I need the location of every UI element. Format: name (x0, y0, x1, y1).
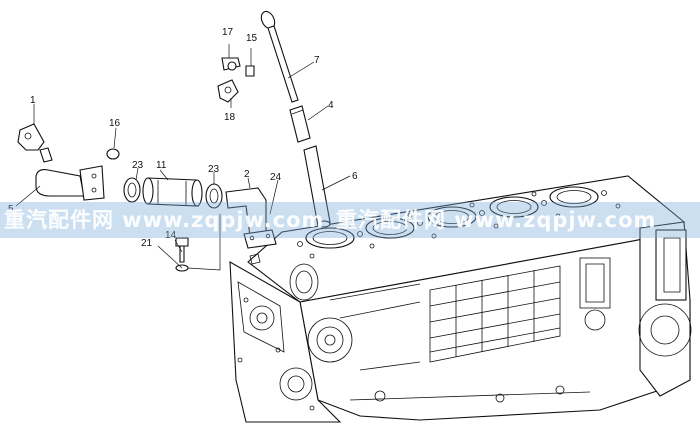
callout-7: 7 (314, 55, 320, 66)
callout-23-right: 23 (208, 164, 220, 175)
callout-6: 6 (352, 171, 358, 182)
callout-18: 18 (224, 112, 236, 123)
leader-lines (15, 44, 351, 271)
callout-2: 2 (244, 169, 250, 180)
watermark-text-left: 重汽配件网 www.zqpjw.com (4, 208, 325, 232)
dipstick-assembly (260, 10, 331, 228)
callout-11: 11 (156, 160, 167, 171)
callout-16: 16 (109, 118, 121, 129)
callout-24: 24 (270, 172, 282, 183)
callout-labels: 1 5 17 15 7 4 6 18 16 23 11 23 2 24 14 2… (8, 27, 358, 249)
callout-1: 1 (30, 95, 36, 106)
callout-4: 4 (328, 100, 334, 111)
watermark-text-right: 重汽配件网 www.zqpjw.com (336, 208, 657, 232)
callout-14: 14 (165, 230, 177, 241)
callout-21: 21 (141, 238, 153, 249)
callout-17: 17 (222, 27, 234, 38)
small-hardware (106, 57, 255, 160)
callout-15: 15 (246, 33, 258, 44)
engine-block (229, 175, 692, 423)
bolt-and-washer (175, 237, 189, 272)
callout-23-left: 23 (132, 160, 144, 171)
watermark-band (0, 202, 700, 238)
oil-pipe-assembly (17, 123, 277, 265)
callout-5: 5 (8, 204, 14, 215)
